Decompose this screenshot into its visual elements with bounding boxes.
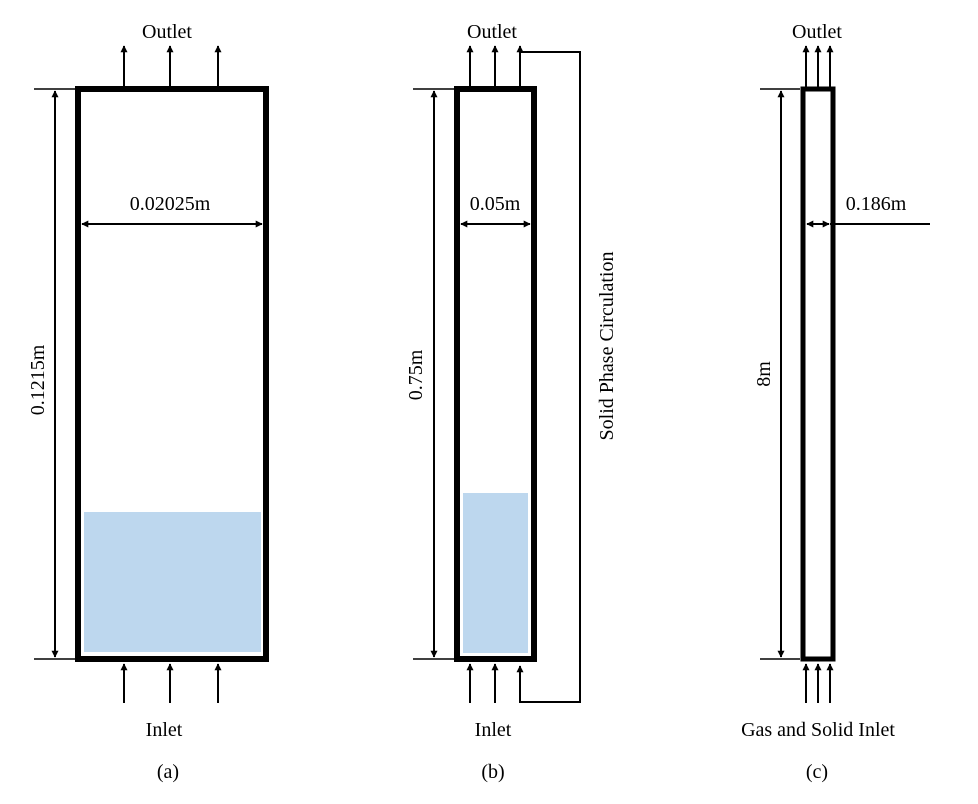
panel-a-bed-fill — [84, 512, 261, 652]
panel-b-circulation-label: Solid Phase Circulation — [596, 252, 618, 441]
panel-c-width-label: 0.186m — [846, 193, 907, 215]
panel-a-inlet-label: Inlet — [146, 719, 183, 741]
panel-c-outlet-label: Outlet — [792, 21, 842, 43]
panel-a-width-label: 0.02025m — [130, 193, 211, 215]
panel-a: Outlet Inlet 0.02025m 0.1215m (a) — [27, 21, 269, 783]
panel-a-outlet-label: Outlet — [142, 21, 192, 43]
panel-c-inlet-label: Gas and Solid Inlet — [741, 719, 895, 741]
panel-b-inlet-label: Inlet — [475, 719, 512, 741]
panel-b-bed-fill — [463, 493, 528, 653]
panel-c-height-label: 8m — [753, 361, 775, 387]
panel-a-column-wall — [75, 86, 269, 662]
panel-c-column-wall — [800, 86, 836, 662]
panel-b-height-label: 0.75m — [405, 349, 427, 400]
panel-c: Outlet Gas and Solid Inlet 0.186m 8m (c) — [741, 21, 930, 783]
panel-b-outlet-label: Outlet — [467, 21, 517, 43]
panel-a-caption: (a) — [157, 761, 179, 783]
panel-b-circulation-loop — [516, 51, 581, 703]
panel-b-column-wall — [454, 86, 537, 662]
panel-c-caption: (c) — [806, 761, 828, 783]
panel-b-width-label: 0.05m — [470, 193, 521, 215]
panel-b-caption: (b) — [481, 761, 504, 783]
panel-a-height-label: 0.1215m — [27, 344, 49, 415]
panel-b: Outlet Solid Phase Circulation Inlet 0.0… — [405, 21, 618, 783]
